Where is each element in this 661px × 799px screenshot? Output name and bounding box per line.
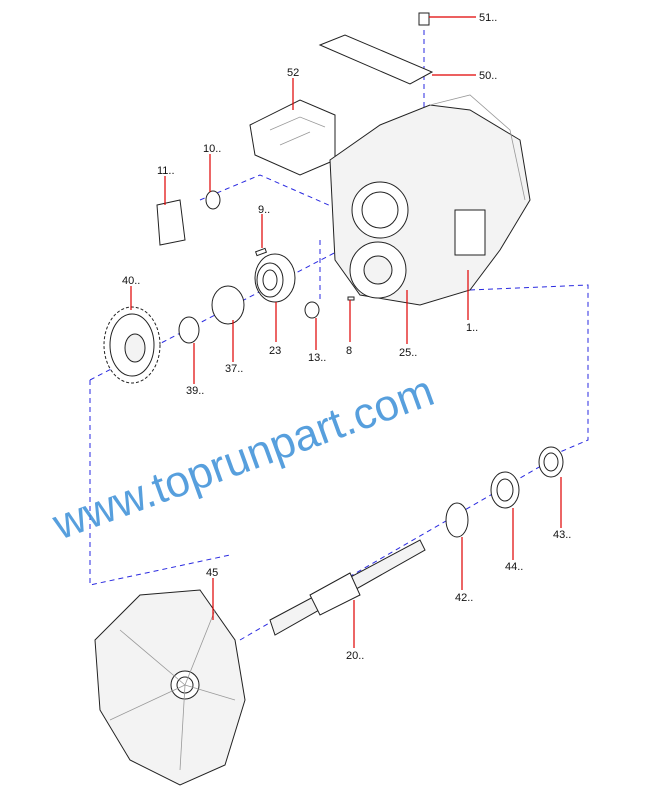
part-10-seal[interactable]: [205, 190, 221, 210]
callout-44[interactable]: 44..: [505, 561, 523, 573]
callout-9[interactable]: 9..: [258, 204, 270, 216]
callout-11[interactable]: 11..: [157, 165, 175, 177]
part-23-bearing[interactable]: [254, 253, 296, 303]
part-1-transmission-housing[interactable]: [329, 94, 531, 306]
part-20-shaft[interactable]: [269, 539, 426, 636]
callout-1[interactable]: 1..: [466, 322, 478, 334]
part-42-circlip[interactable]: [445, 502, 469, 538]
part-51-bolt[interactable]: [418, 12, 430, 26]
callout-39[interactable]: 39..: [186, 385, 204, 397]
callout-51[interactable]: 51..: [479, 12, 497, 24]
callout-20[interactable]: 20..: [346, 650, 364, 662]
callout-8[interactable]: 8: [346, 345, 352, 357]
callout-42[interactable]: 42..: [455, 592, 473, 604]
callout-52[interactable]: 52: [287, 67, 299, 79]
part-44-bearing[interactable]: [490, 471, 520, 509]
callout-45[interactable]: 45: [206, 567, 218, 579]
callout-43[interactable]: 43..: [553, 529, 571, 541]
part-9-pin[interactable]: [254, 247, 268, 257]
callout-labels: 51.. 50.. 52 10.. 11.. 9.. 40.. 39.. 37.…: [122, 12, 571, 662]
part-11-block[interactable]: [156, 199, 186, 246]
part-37-circlip[interactable]: [211, 285, 245, 325]
watermark: www.toprunpart.com: [46, 366, 441, 550]
part-43-seal[interactable]: [538, 446, 564, 478]
part-45-bell-housing[interactable]: [94, 589, 246, 786]
part-39-ring[interactable]: [178, 316, 200, 344]
part-40-gear[interactable]: [103, 306, 161, 384]
callout-37[interactable]: 37..: [225, 363, 243, 375]
callout-10[interactable]: 10..: [203, 143, 221, 155]
leader-lines: [130, 16, 562, 648]
part-50-cover-plate[interactable]: [318, 34, 434, 85]
callout-25[interactable]: 25..: [399, 347, 417, 359]
part-52-valve-block[interactable]: [249, 99, 336, 176]
callout-50[interactable]: 50..: [479, 70, 497, 82]
callout-23[interactable]: 23: [269, 345, 281, 357]
part-13-o-ring[interactable]: [304, 301, 320, 319]
callout-40[interactable]: 40..: [122, 275, 140, 287]
part-8-pin[interactable]: [347, 296, 355, 301]
callout-13[interactable]: 13..: [308, 352, 326, 364]
